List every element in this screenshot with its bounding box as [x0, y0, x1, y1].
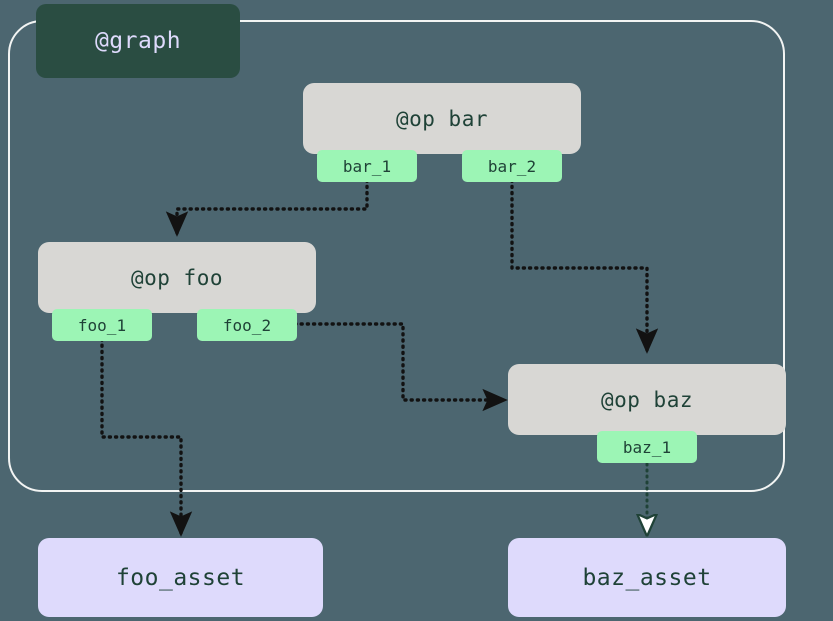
port-bar-2-label: bar_2	[487, 156, 537, 176]
port-foo-1[interactable]: foo_1	[52, 309, 152, 341]
port-baz-1[interactable]: baz_1	[597, 431, 697, 463]
op-node-foo-label: @op foo	[130, 265, 223, 290]
port-bar-1[interactable]: bar_1	[317, 150, 417, 182]
port-bar-2[interactable]: bar_2	[462, 150, 562, 182]
op-node-bar[interactable]: @op bar	[303, 83, 581, 154]
op-node-bar-label: @op bar	[395, 106, 488, 131]
op-node-baz-label: @op baz	[600, 387, 693, 412]
port-baz-1-label: baz_1	[622, 437, 672, 457]
port-bar-1-label: bar_1	[342, 156, 392, 176]
graph-label[interactable]: @graph	[36, 4, 240, 78]
op-node-baz[interactable]: @op baz	[508, 364, 786, 435]
port-foo-1-label: foo_1	[77, 315, 127, 335]
op-node-foo[interactable]: @op foo	[38, 242, 316, 313]
asset-node-foo-asset-label: foo_asset	[115, 564, 246, 591]
asset-node-baz-asset-label: baz_asset	[582, 564, 712, 591]
asset-node-foo-asset[interactable]: foo_asset	[38, 538, 323, 617]
graph-label-text: @graph	[94, 28, 182, 54]
graph-container	[8, 20, 785, 492]
port-foo-2[interactable]: foo_2	[197, 309, 297, 341]
port-foo-2-label: foo_2	[222, 315, 272, 335]
asset-node-baz-asset[interactable]: baz_asset	[508, 538, 786, 617]
